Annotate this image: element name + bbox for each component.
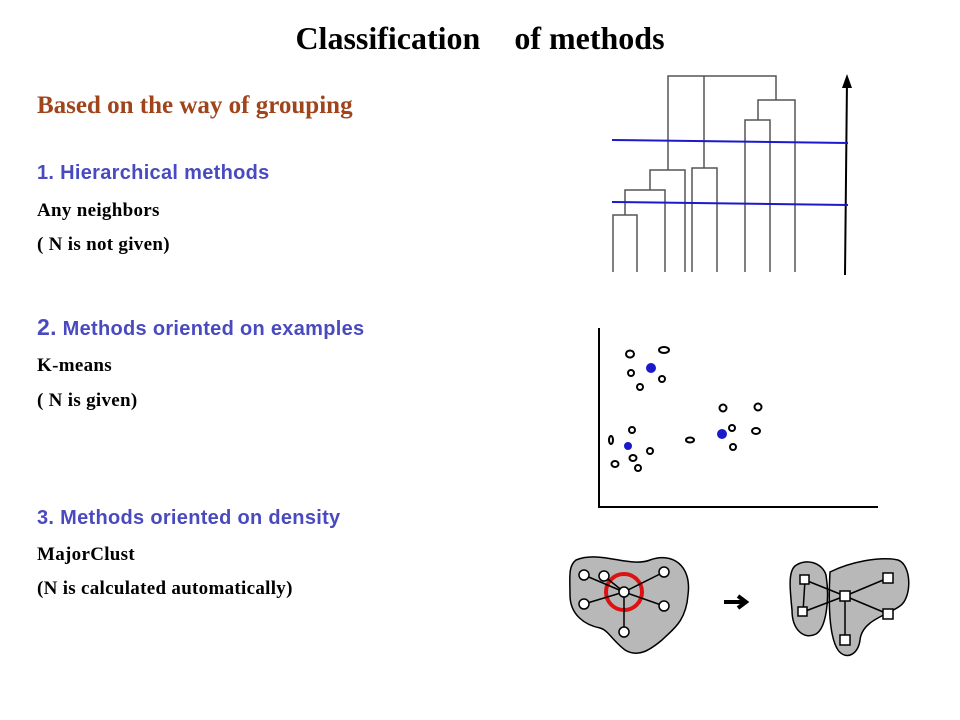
method-1-heading: 1. Hierarchical methods [37, 162, 270, 185]
right-arrow-icon [724, 594, 750, 610]
method-1-name: Hierarchical methods [60, 162, 270, 184]
method-3-line-1: MajorClust [37, 544, 135, 565]
method-2-number: 2. [37, 314, 57, 340]
cut-line-lower [611, 201, 849, 206]
majorclust-graph-figure [569, 556, 690, 654]
slide-title: Classification of methods [0, 20, 960, 57]
cut-line-upper [611, 139, 849, 144]
method-2-line-1: K-means [37, 355, 112, 376]
centroid-3 [624, 442, 632, 450]
method-1-line-1: Any neighbors [37, 200, 160, 221]
method-3-line-2: (N is calculated automatically) [37, 578, 293, 599]
centroid-2 [717, 429, 727, 439]
majorclust-after-figure [789, 557, 910, 657]
method-2-line-2: ( N is given) [37, 390, 138, 411]
method-3-name: Methods oriented on density [60, 507, 341, 529]
method-2-name: Methods oriented on examples [62, 318, 365, 340]
method-3-heading: 3. Methods oriented on density [37, 507, 340, 530]
slide-subtitle: Based on the way of grouping [37, 92, 353, 119]
title-part-2: of methods [514, 20, 665, 56]
kmeans-scatter-figure [598, 328, 878, 508]
centroid-1 [646, 363, 656, 373]
method-1-line-2: ( N is not given) [37, 234, 170, 255]
dendrogram-figure [611, 74, 852, 276]
axis-arrow-icon [842, 74, 852, 88]
method-1-number: 1. [37, 162, 55, 184]
method-2-heading: 2. Methods oriented on examples [37, 314, 364, 341]
method-3-number: 3. [37, 507, 55, 529]
title-part-1: Classification [295, 20, 481, 56]
dendrogram-axis [844, 79, 848, 276]
